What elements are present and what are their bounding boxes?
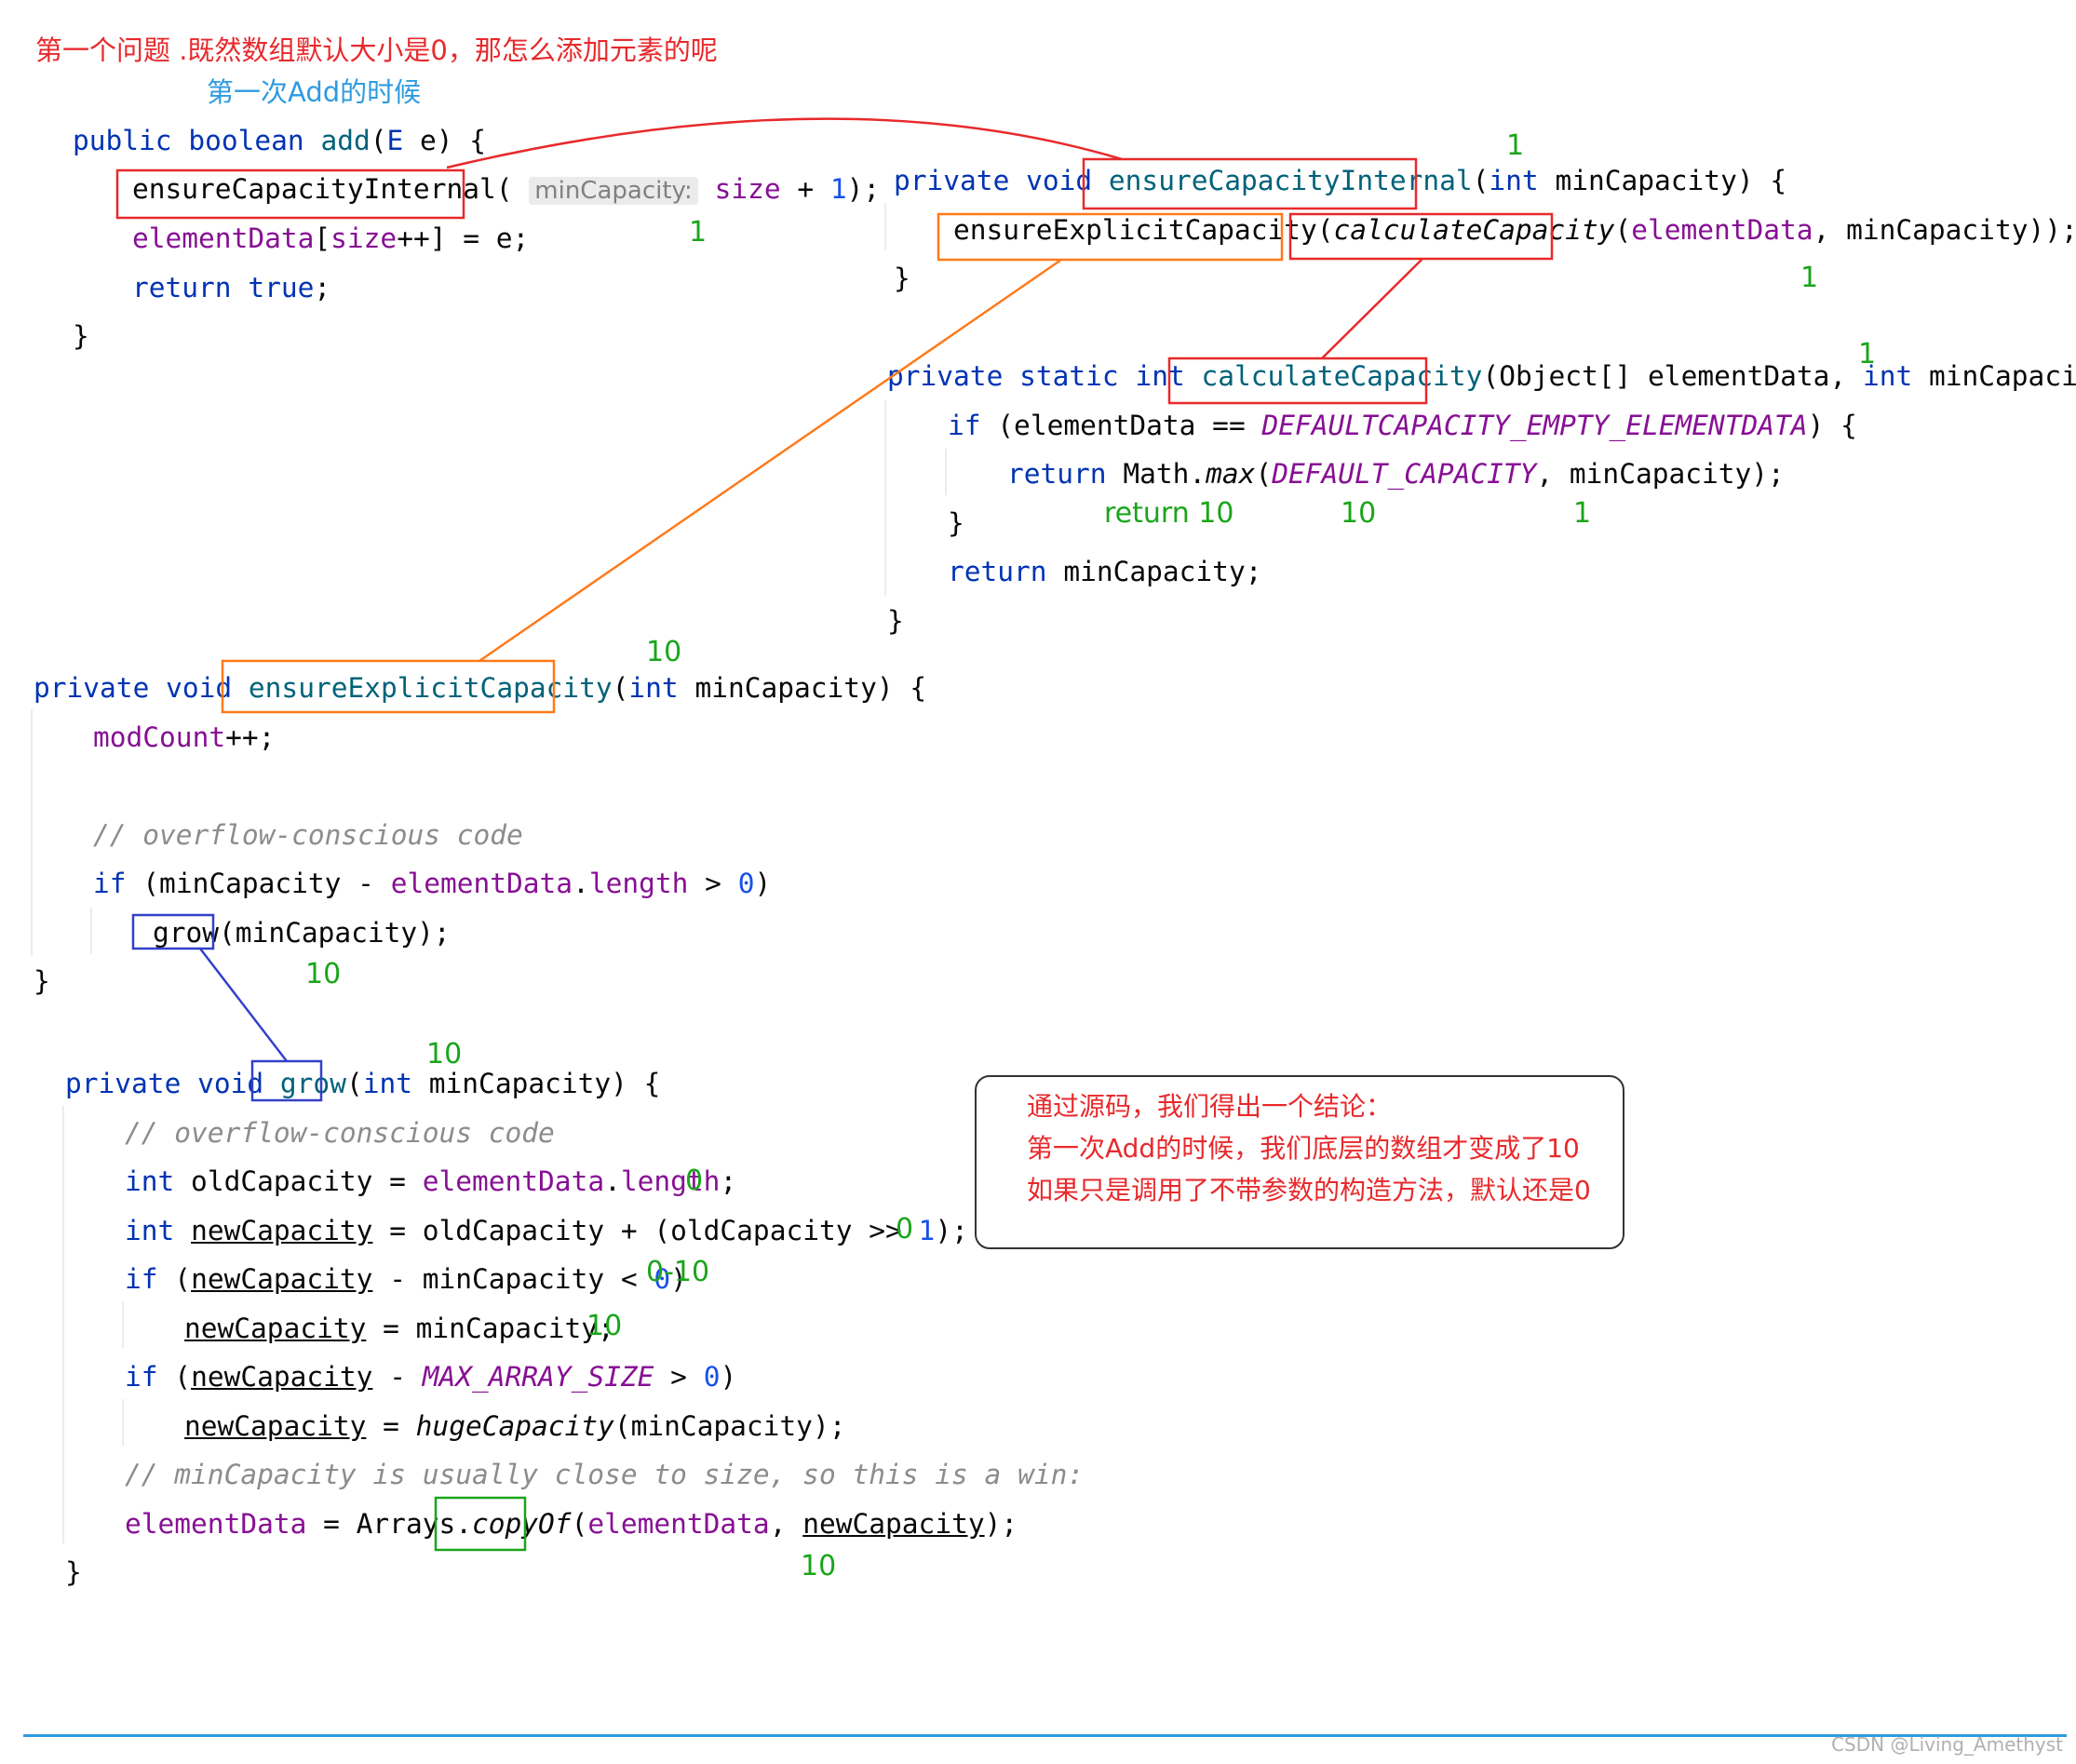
grow-call: grow [153, 917, 220, 949]
question-title: 第一个问题 .既然数组默认大小是0，那怎么添加元素的呢 [35, 34, 718, 66]
closing-brace: } [948, 507, 964, 539]
value-annotation: 1 [1858, 338, 1877, 370]
calculate-call-box [1288, 212, 1554, 261]
if-max-line: if (newCapacity - MAX_ARRAY_SIZE > 0) [125, 1361, 737, 1393]
value-annotation: 10 [586, 1310, 623, 1342]
indent-guide [122, 1399, 124, 1446]
value-annotation: 10 [426, 1038, 463, 1071]
value-annotation: 0-10 [646, 1256, 710, 1288]
return-min-line: return minCapacity; [948, 556, 1262, 587]
calculate-capacity-call: calculateCapacity [1333, 214, 1615, 246]
grow-call-line: grow(minCapacity); [153, 917, 451, 949]
watermark: CSDN @Living_Amethyst [1831, 1733, 2063, 1756]
value-annotation: 10 [1341, 497, 1377, 530]
closing-brace: } [73, 320, 89, 352]
closing-brace: } [894, 263, 910, 294]
grow-call-box [131, 913, 215, 950]
element-assign-line: elementData[size++] = e; [132, 222, 530, 254]
indent-guide [122, 1301, 124, 1348]
calculate-name: calculateCapacity [1201, 360, 1483, 392]
ensure-internal-call-line: ensureCapacityInternal( minCapacity: siz… [132, 173, 881, 205]
value-annotation: 0 [896, 1213, 914, 1246]
connector-add-to-internal [446, 117, 1123, 169]
ensure-explicit-signature: private void ensureExplicitCapacity(int … [34, 672, 927, 704]
closing-brace: } [887, 605, 904, 637]
huge-capacity-line: newCapacity = hugeCapacity(minCapacity); [184, 1410, 846, 1442]
calculate-signature: private static int calculateCapacity(Obj… [887, 360, 2076, 392]
ensure-internal-name-box [1082, 157, 1418, 210]
old-capacity-line: int oldCapacity = elementData.length; [125, 1165, 737, 1197]
parameter-hint: minCapacity: [529, 177, 698, 205]
copyof-line: elementData = Arrays.copyOf(elementData,… [125, 1508, 1018, 1540]
indent-guide [945, 449, 947, 495]
modcount-line: modCount++; [93, 721, 276, 753]
connector-explicit [479, 258, 1062, 663]
connector-calculate [1321, 258, 1423, 359]
value-annotation: 10 [801, 1550, 837, 1582]
value-annotation: 1 [1800, 262, 1819, 294]
ensure-explicit-call-box [937, 212, 1284, 262]
indent-guide [62, 1106, 64, 1543]
assign-min-line: newCapacity = minCapacity; [184, 1313, 614, 1344]
value-annotation: 1 [1573, 497, 1592, 530]
value-annotation: return 10 [1104, 497, 1234, 530]
bottom-rule [23, 1734, 2067, 1737]
ensure-explicit-name-box [221, 659, 556, 714]
copyof-call: copyOf [471, 1508, 572, 1540]
ensure-explicit-call-line: ensureExplicitCapacity(calculateCapacity… [953, 214, 2076, 246]
ensure-internal-signature: private void ensureCapacityInternal(int … [894, 165, 1787, 196]
indent-guide [90, 908, 92, 954]
first-add-title: 第一次Add的时候 [207, 76, 422, 108]
indent-guide [884, 203, 886, 249]
value-annotation: 1 [689, 216, 708, 249]
value-annotation: 10 [305, 958, 342, 990]
overflow-comment: // overflow-conscious code [125, 1117, 555, 1149]
calculate-name-box [1167, 357, 1428, 405]
return-true-line: return true; [132, 272, 331, 303]
connector-grow [199, 948, 288, 1062]
conclusion-line-1: 通过源码，我们得出一个结论： [1027, 1091, 1393, 1122]
win-comment: // minCapacity is usually close to size,… [125, 1459, 1085, 1490]
grow-name: grow [279, 1068, 346, 1099]
if-overflow-line: if (minCapacity - elementData.length > 0… [93, 868, 772, 899]
grow-signature: private void grow(int minCapacity) { [65, 1068, 661, 1099]
ensure-internal-call: ensureCapacityInternal [132, 173, 496, 205]
grow-name-box [250, 1059, 323, 1102]
if-less-line: if (newCapacity - minCapacity < 0) [125, 1263, 687, 1295]
add-method-name: add [320, 125, 371, 156]
closing-brace: } [65, 1556, 82, 1588]
value-annotation: 0 [685, 1165, 704, 1197]
indent-guide [884, 400, 886, 596]
conclusion-line-2: 第一次Add的时候，我们底层的数组才变成了10 [1027, 1133, 1580, 1164]
copyof-box [434, 1496, 527, 1552]
conclusion-box [975, 1075, 1624, 1249]
ensure-internal-name: ensureCapacityInternal [1108, 165, 1473, 196]
value-annotation: 10 [646, 636, 682, 668]
if-empty-line: if (elementData == DEFAULTCAPACITY_EMPTY… [948, 410, 1857, 441]
indent-guide [31, 709, 33, 956]
add-signature-line: public boolean add(E e) { [73, 125, 487, 156]
ensure-explicit-name: ensureExplicitCapacity [248, 672, 613, 704]
closing-brace: } [34, 965, 50, 997]
overflow-comment: // overflow-conscious code [93, 819, 523, 851]
conclusion-line-3: 如果只是调用了不带参数的构造方法，默认还是0 [1027, 1175, 1591, 1205]
new-capacity-line: int newCapacity = oldCapacity + (oldCapa… [125, 1215, 968, 1246]
value-annotation: 1 [1506, 129, 1525, 162]
ensure-internal-call-box [115, 168, 465, 220]
return-max-line: return Math.max(DEFAULT_CAPACITY, minCap… [1007, 458, 1785, 490]
ensure-explicit-call: ensureExplicitCapacity [953, 214, 1317, 246]
